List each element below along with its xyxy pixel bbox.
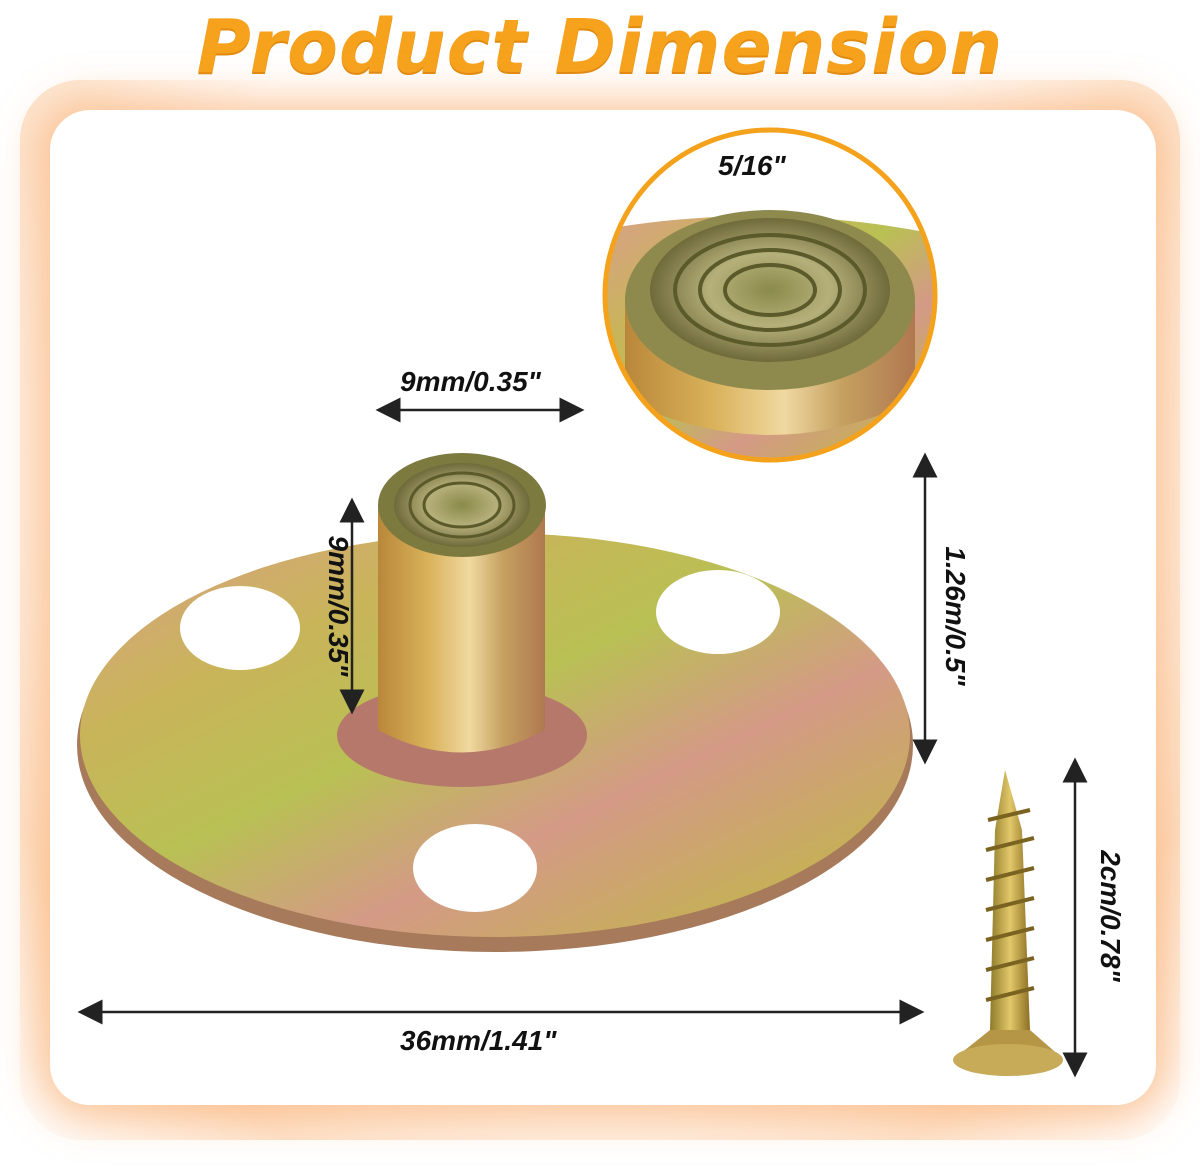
mounting-hole-left [180,586,300,670]
flange-diameter-label: 36mm/1.41" [400,1025,557,1056]
wood-screw [953,770,1063,1076]
barrel-height-label: 9mm/0.35" [323,535,354,677]
screw-length-label: 2cm/0.78" [1095,850,1126,982]
total-height-label: 1.26m/0.5" [940,546,971,686]
mounting-hole-right [656,570,780,654]
mounting-hole-bottom [413,824,537,912]
thread-zoom-view [602,127,938,463]
thread-size-label: 5/16" [718,150,786,181]
tee-nut-barrel [337,453,587,787]
page-title: Product Dimension [196,4,1004,90]
dimension-arrows [77,397,1088,1078]
barrel-diameter-label: 9mm/0.35" [400,366,541,397]
